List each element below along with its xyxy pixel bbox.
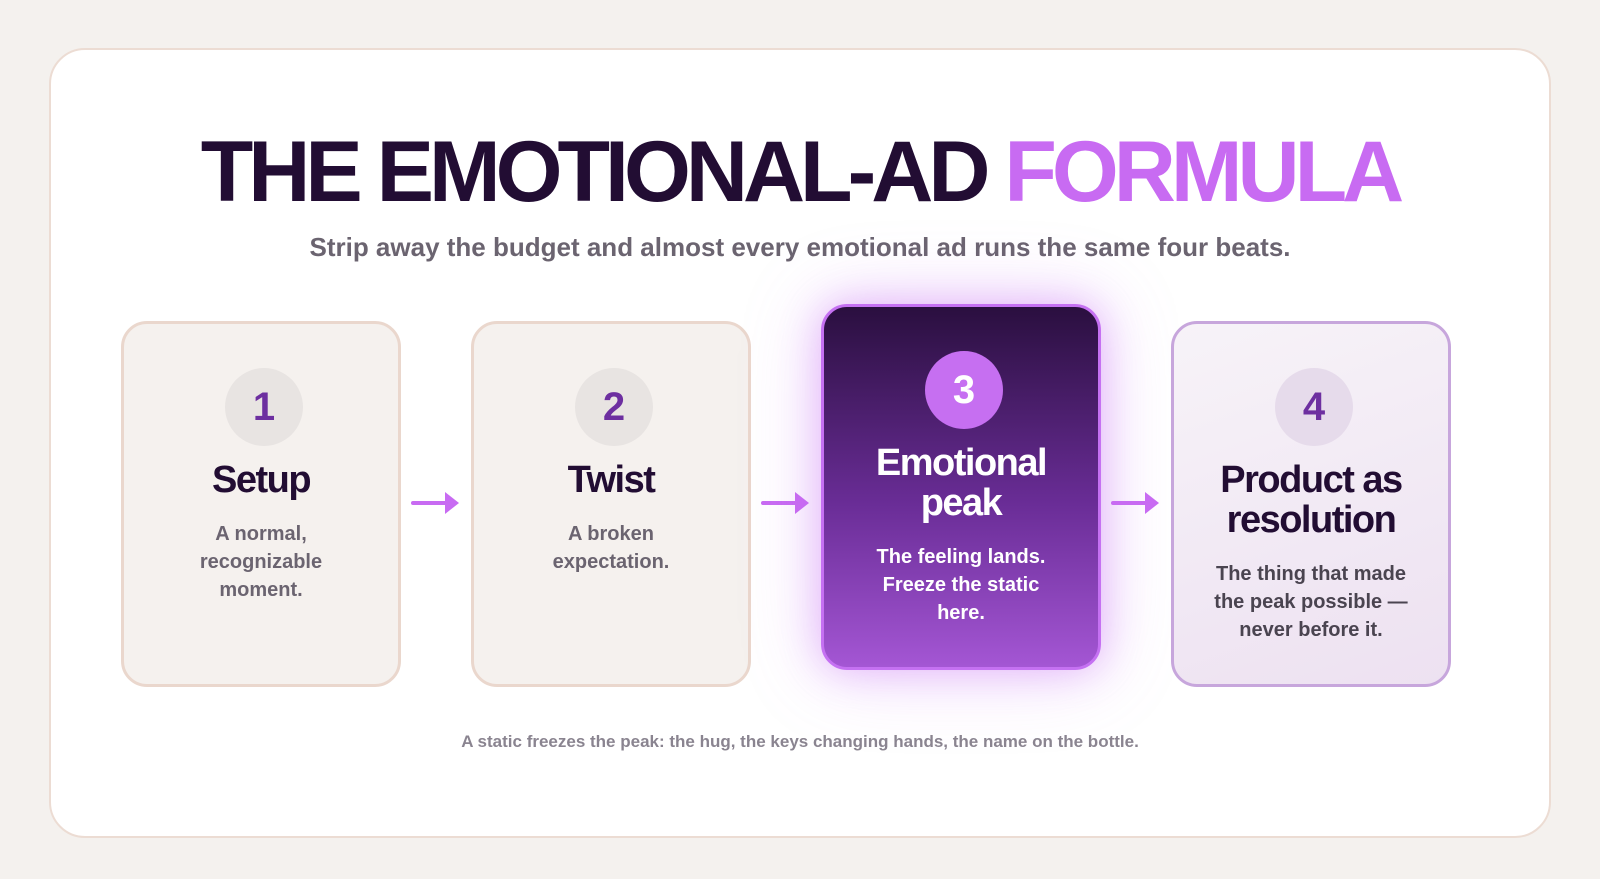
step-number-badge: 2 bbox=[575, 368, 653, 446]
arrow-right-icon bbox=[1111, 492, 1159, 514]
page-title: THE EMOTIONAL-AD FORMULA bbox=[51, 122, 1549, 222]
step-name: Emotional peak bbox=[875, 442, 1048, 524]
step-number-badge: 3 bbox=[925, 351, 1003, 429]
step-card-setup: 1 Setup A normal, recognizable moment. bbox=[121, 321, 401, 687]
step-number-badge: 1 bbox=[225, 368, 303, 446]
step-name: Product as resolution bbox=[1220, 459, 1403, 541]
step-description: The thing that made the peak possible — … bbox=[1214, 563, 1408, 641]
subtitle: Strip away the budget and almost every e… bbox=[309, 232, 1291, 262]
step-card-product-as-resolution: 4 Product as resolution The thing that m… bbox=[1171, 321, 1451, 687]
step-description: The feeling lands. Freeze the static her… bbox=[876, 546, 1046, 624]
title-main: THE EMOTIONAL-AD bbox=[200, 124, 991, 220]
step-description: A normal, recognizable moment. bbox=[199, 523, 323, 601]
title-accent: FORMULA bbox=[1004, 124, 1404, 220]
step-card-twist: 2 Twist A broken expectation. bbox=[471, 321, 751, 687]
arrow-right-icon bbox=[761, 492, 809, 514]
step-name: Setup bbox=[211, 459, 312, 501]
footnote: A static freezes the peak: the hug, the … bbox=[461, 732, 1139, 751]
step-number-badge: 4 bbox=[1275, 368, 1353, 446]
infographic-panel: THE EMOTIONAL-AD FORMULA Strip away the … bbox=[49, 48, 1551, 838]
arrow-right-icon bbox=[411, 492, 459, 514]
step-description: A broken expectation. bbox=[552, 523, 670, 573]
step-card-emotional-peak: 3 Emotional peak The feeling lands. Free… bbox=[821, 304, 1101, 670]
step-name: Twist bbox=[567, 459, 656, 501]
